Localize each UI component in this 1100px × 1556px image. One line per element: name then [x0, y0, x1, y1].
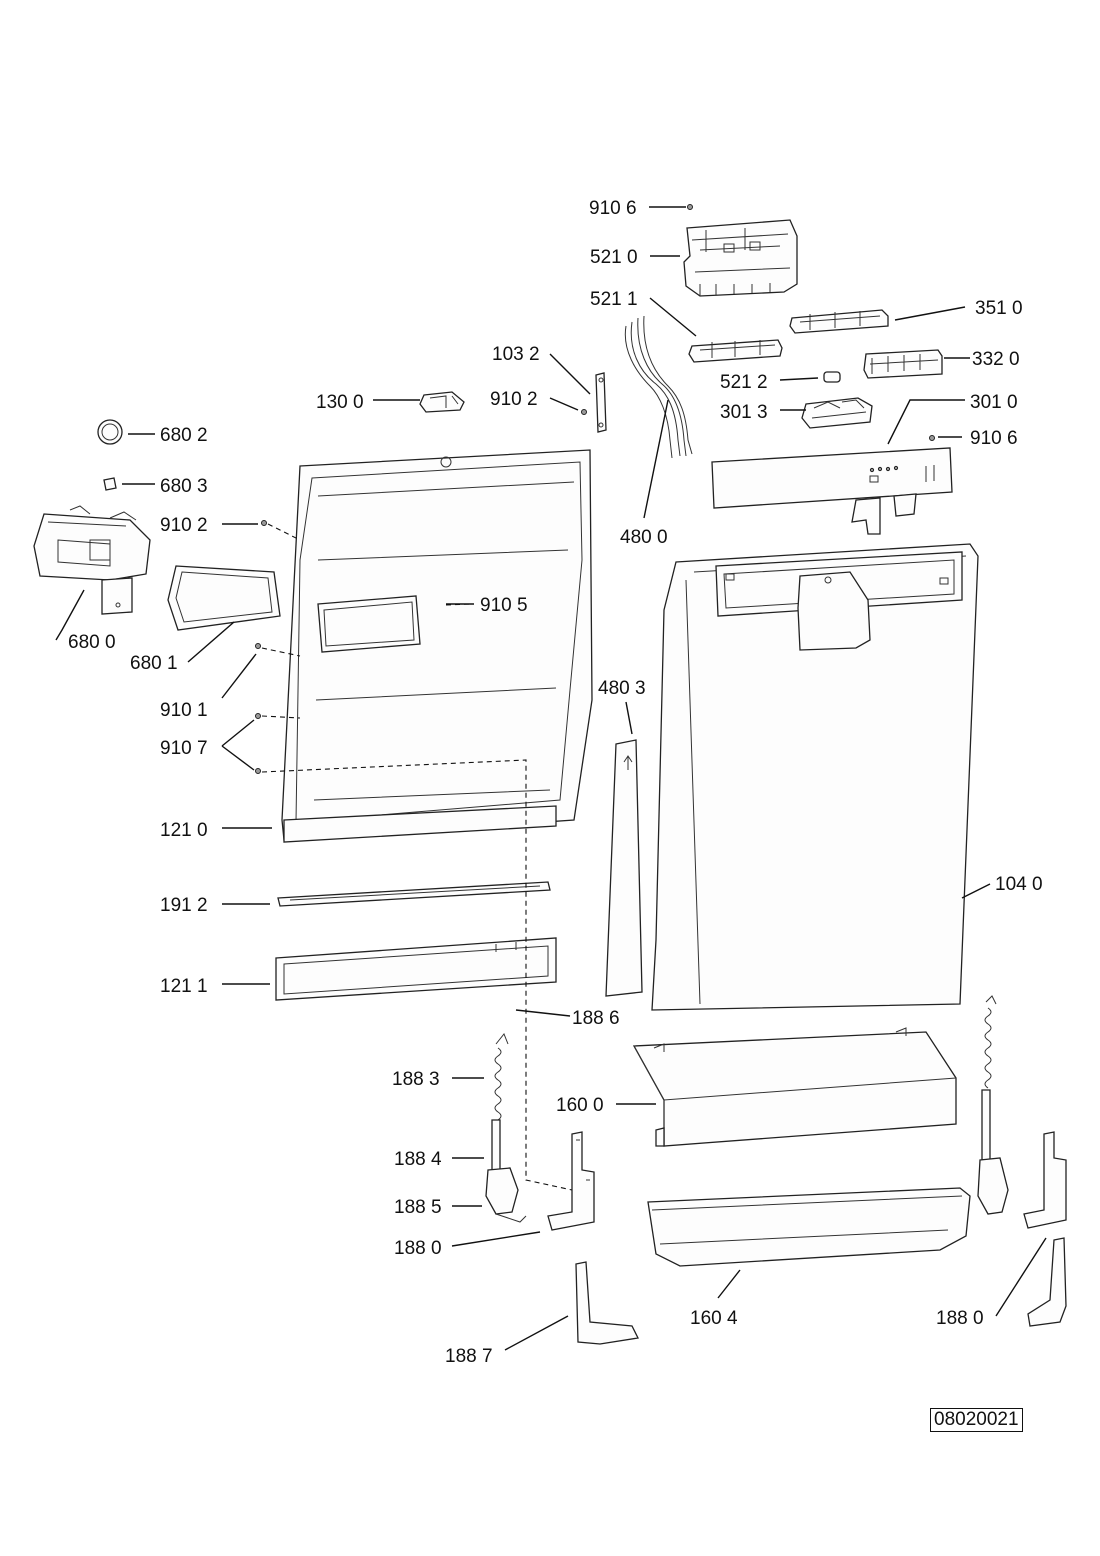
label-351-0: 351 0 [975, 298, 1023, 319]
screw-910-7-lower [255, 768, 261, 774]
part-351-0-rail [789, 309, 889, 334]
label-910-7: 910 7 [160, 738, 208, 759]
screw-910-1 [255, 643, 261, 649]
part-160-0-bracket [632, 1027, 957, 1147]
part-332-0-module [863, 349, 943, 379]
part-104-0-outer-door [651, 543, 979, 1011]
label-191-2: 191 2 [160, 895, 208, 916]
label-188-3: 188 3 [392, 1069, 440, 1090]
part-188-3-spring-right [981, 995, 997, 1161]
part-121-1-trim [275, 937, 557, 1001]
part-188-5-hinge-left [485, 1167, 527, 1223]
label-188-0-left: 188 0 [394, 1238, 442, 1259]
part-160-4-toe-kick [647, 1187, 971, 1267]
label-121-1: 121 1 [160, 976, 208, 997]
screw-910-2-top [581, 409, 587, 415]
screw-910-7-upper [255, 713, 261, 719]
part-301-3-button-panel [801, 397, 873, 429]
label-332-0: 332 0 [972, 349, 1020, 370]
part-521-1-bracket [688, 339, 783, 363]
part-301-0-control-panel [711, 447, 953, 535]
label-160-4: 160 4 [690, 1308, 738, 1329]
part-188-0-hinge-bracket-left [547, 1131, 595, 1231]
label-680-2: 680 2 [160, 425, 208, 446]
screw-910-6-right [929, 435, 935, 441]
label-521-1: 521 1 [590, 289, 638, 310]
label-680-1: 680 1 [130, 653, 178, 674]
label-130-0: 130 0 [316, 392, 364, 413]
label-188-7: 188 7 [445, 1346, 493, 1367]
part-680-3-clip [103, 477, 117, 491]
label-521-2: 521 2 [720, 372, 768, 393]
label-188-5: 188 5 [394, 1197, 442, 1218]
label-910-6-right: 910 6 [970, 428, 1018, 449]
label-480-0: 480 0 [620, 527, 668, 548]
label-121-0: 121 0 [160, 820, 208, 841]
part-188-4-arm-left [491, 1119, 501, 1171]
label-910-2-top: 910 2 [490, 389, 538, 410]
part-521-2-clip [823, 371, 841, 383]
part-680-1-gasket [167, 565, 281, 631]
label-521-0: 521 0 [590, 247, 638, 268]
part-188-foot-right [1027, 1237, 1067, 1327]
label-160-0: 160 0 [556, 1095, 604, 1116]
label-910-1: 910 1 [160, 700, 208, 721]
label-480-3: 480 3 [598, 678, 646, 699]
label-301-3: 301 3 [720, 402, 768, 423]
part-130-0-latch [419, 391, 465, 413]
part-480-0-harness [624, 315, 693, 459]
label-104-0: 104 0 [995, 874, 1043, 895]
label-680-0: 680 0 [68, 632, 116, 653]
part-188-7-foot-left [575, 1261, 639, 1345]
leader-lines [55, 206, 1047, 1351]
label-910-5: 910 5 [480, 595, 528, 616]
drawing-code-box: 08020021 [930, 1408, 1023, 1432]
label-910-6-top: 910 6 [589, 198, 637, 219]
label-188-0-right: 188 0 [936, 1308, 984, 1329]
label-188-6: 188 6 [572, 1008, 620, 1029]
screw-910-6-top [687, 204, 693, 210]
part-680-2-ring [97, 419, 123, 445]
part-680-0-dispenser [33, 505, 151, 615]
part-480-3-cover [605, 739, 643, 997]
label-910-2-left: 910 2 [160, 515, 208, 536]
part-191-2-strip [277, 881, 551, 907]
label-680-3: 680 3 [160, 476, 208, 497]
part-188-3-spring-left [494, 1033, 509, 1121]
label-188-4: 188 4 [394, 1149, 442, 1170]
part-188-hinge-right [977, 1131, 1067, 1229]
screw-910-2-left [261, 520, 267, 526]
label-301-0: 301 0 [970, 392, 1018, 413]
part-521-0-control-module [683, 219, 798, 297]
part-121-0-inner-door [281, 449, 593, 843]
part-103-2-bracket [595, 372, 607, 433]
label-103-2: 103 2 [492, 344, 540, 365]
